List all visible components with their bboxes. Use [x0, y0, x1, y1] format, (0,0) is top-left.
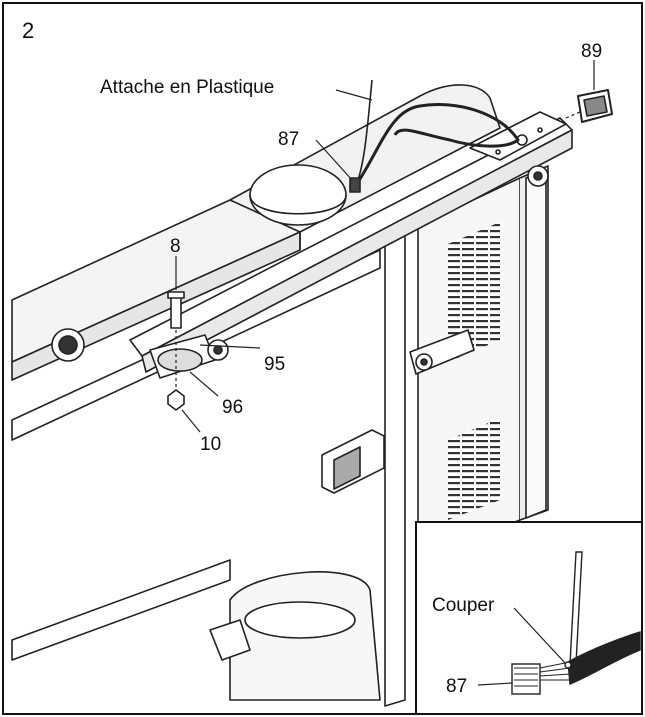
step-number: 2 [22, 18, 34, 43]
wire-harness [354, 103, 520, 186]
upright-vent-top [448, 222, 500, 362]
inset-cable [567, 631, 641, 685]
label-part-10: 10 [200, 434, 221, 455]
label-part-95: 95 [264, 354, 285, 375]
inset-label-cut: Couper [432, 595, 495, 616]
label-part-89: 89 [581, 41, 602, 62]
label-part-96: 96 [222, 397, 243, 418]
label-plastic-tie: Attache en Plastique [100, 77, 274, 98]
inset-connector-87 [511, 663, 541, 695]
label-part-8: 8 [170, 236, 181, 257]
label-part-87: 87 [278, 129, 299, 150]
nut-10 [167, 389, 185, 411]
upright-vent-bottom [448, 418, 500, 520]
leader-lines [175, 60, 595, 433]
treadmill-frame-illustration [11, 79, 613, 707]
inset-label-part-87: 87 [446, 676, 467, 697]
inset-border [415, 521, 643, 715]
console-disk [249, 164, 347, 226]
bolt-8 [170, 295, 182, 329]
inset-cut-detail: Couper 87 [415, 521, 643, 715]
wheel-96 [157, 348, 203, 372]
